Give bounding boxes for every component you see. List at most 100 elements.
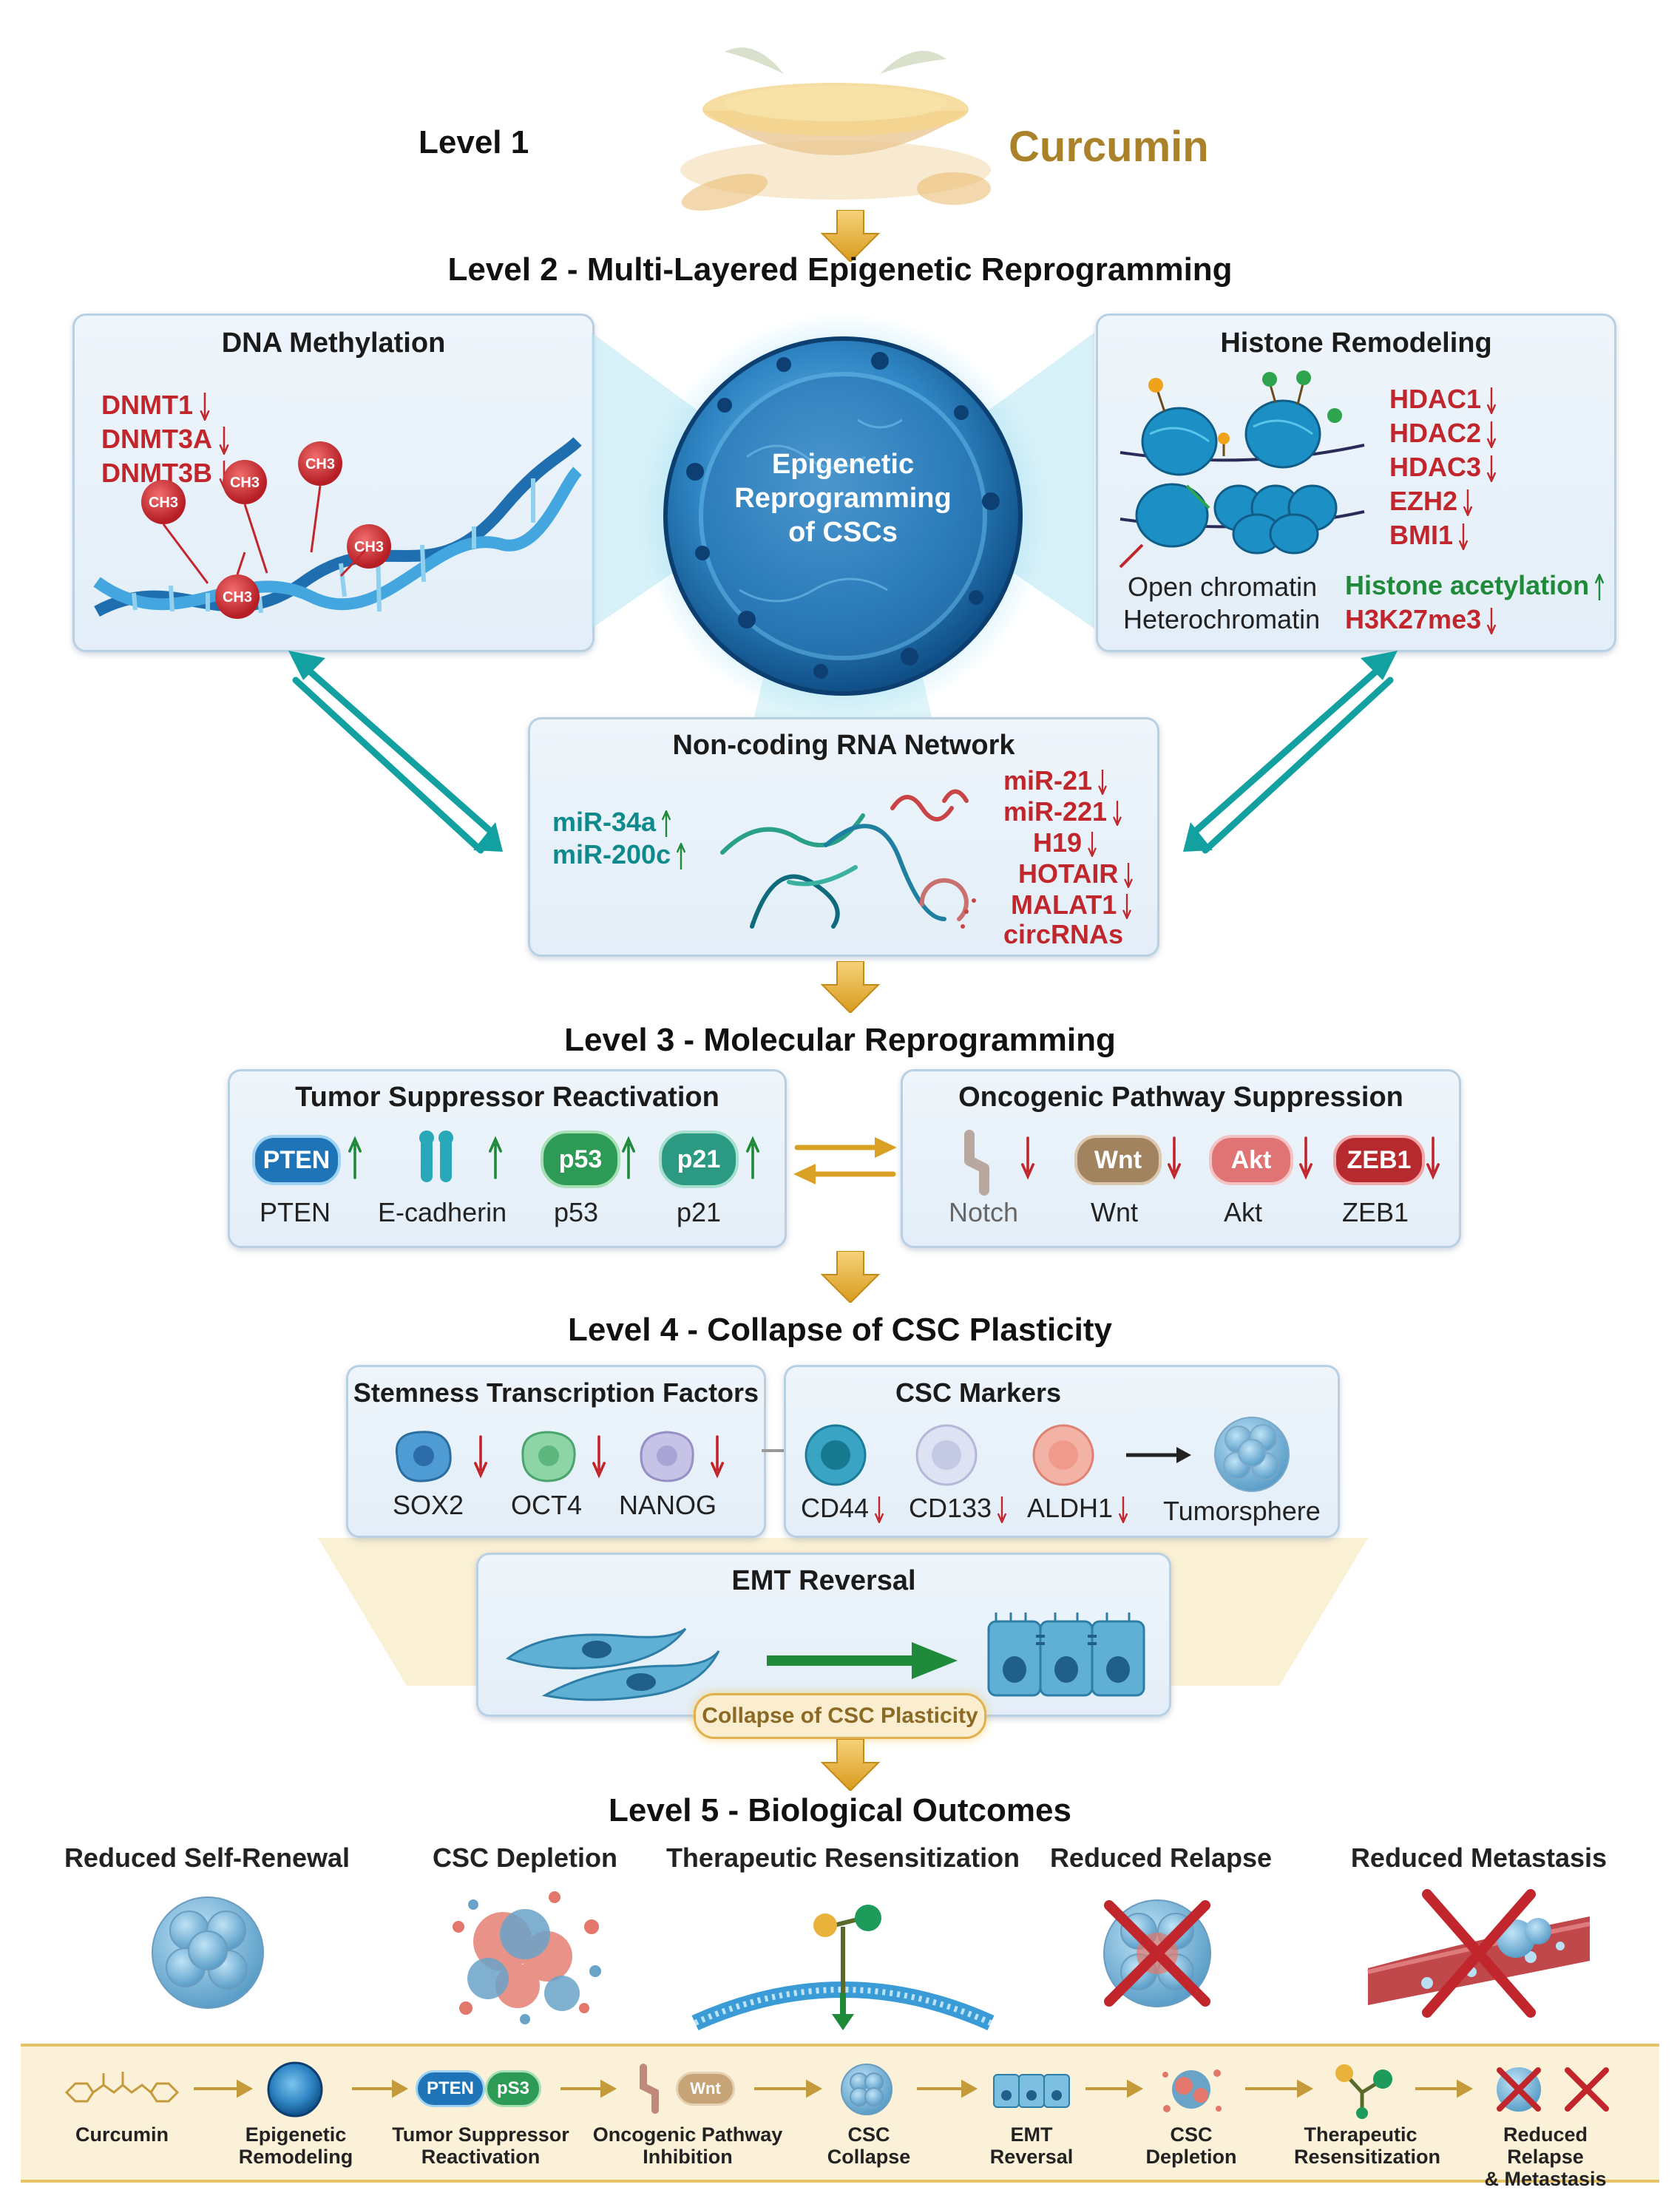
gene-dnmt3a: DNMT3A	[101, 424, 233, 455]
nanog-down-arrow	[711, 1432, 725, 1481]
p53-label: p53	[554, 1197, 599, 1227]
mir-34a-label: miR-34a	[552, 807, 675, 838]
ncrna-title: Non-coding RNA Network	[672, 730, 1015, 761]
green-right-arrow	[767, 1642, 958, 1679]
mir-200c-label: miR-200c	[552, 839, 690, 870]
circrnas-label: circRNAs	[1003, 919, 1124, 949]
teal-double-arrows	[288, 651, 1398, 854]
oct4-cell-icon	[521, 1431, 576, 1482]
flow-arrows	[194, 2079, 1474, 2098]
pten-label: PTEN	[260, 1197, 331, 1227]
exchange-arrows-icon	[793, 1137, 897, 1184]
e-cadherin-up-arrow	[489, 1133, 504, 1182]
tumor-suppressor-title: Tumor Suppressor Reactivation	[295, 1082, 719, 1113]
histone-acetylation-label: Histone acetylation	[1345, 570, 1608, 601]
gold-down-arrow-2	[821, 961, 880, 1013]
oct4-down-arrow	[592, 1432, 607, 1481]
outcome-metastasis-title: Reduced Metastasis	[1350, 1842, 1608, 1873]
p21-up-arrow	[746, 1133, 761, 1182]
pten-pill: PTEN	[252, 1135, 341, 1185]
aldh1-cell-icon	[1032, 1424, 1094, 1486]
cd44-label: CD44	[801, 1493, 888, 1524]
sox2-cell-icon	[395, 1431, 452, 1482]
malat1-label: MALAT1	[1011, 889, 1136, 921]
p53-pill: p53	[541, 1130, 620, 1188]
ch3-label-2: CH3	[230, 475, 260, 491]
flow-step-9: Reduced Relapse& Metastasis	[1484, 2123, 1607, 2190]
ch3-label-4: CH3	[354, 539, 384, 555]
pten-up-arrow	[348, 1133, 363, 1182]
oncogenic-suppression-title: Oncogenic Pathway Suppression	[958, 1082, 1403, 1113]
gene-hdac2: HDAC2	[1389, 418, 1500, 449]
tumorsphere-icon	[1214, 1417, 1290, 1492]
zeb1-pill: ZEB1	[1333, 1135, 1425, 1185]
curcumin-bowl-icon	[680, 47, 991, 211]
stemness-title: Stemness Transcription Factors	[353, 1377, 759, 1408]
outcome-relapse-title: Reduced Relapse	[1049, 1842, 1273, 1873]
wnt-down-arrow	[1168, 1133, 1182, 1182]
tumor-suppressor-panel: Tumor Suppressor Reactivation PTEN p53 p…	[228, 1069, 787, 1248]
nanog-label: NANOG	[619, 1490, 717, 1520]
sox2-label: SOX2	[393, 1490, 464, 1520]
emt-reversal-panel: EMT Reversal	[476, 1553, 1171, 1717]
level-3-title: Level 3 - Molecular Reprogramming	[564, 1022, 1116, 1058]
ch3-label-3: CH3	[149, 495, 178, 511]
mir-21-label: miR-21	[1003, 765, 1111, 796]
noncoding-rna-panel: Non-coding RNA Network miR-34a miR-200c …	[528, 717, 1159, 957]
self-renewal-sphere-icon	[152, 1896, 264, 2009]
gene-hdac1: HDAC1	[1389, 384, 1500, 415]
connector-line	[762, 1449, 784, 1452]
level-5-title: Level 5 - Biological Outcomes	[609, 1792, 1071, 1828]
cd133-cell-icon	[915, 1424, 978, 1486]
flow-p53-pill: pS3	[485, 2070, 541, 2107]
outcome-self-renewal-title: Reduced Self-Renewal	[64, 1842, 350, 1873]
ch3-label-5: CH3	[223, 589, 252, 606]
stemness-factors-panel: Stemness Transcription Factors SOX2 OCT4…	[346, 1365, 766, 1538]
curcumin-label: Curcumin	[1009, 123, 1209, 171]
heterochromatin-label: Heterochromatin	[1123, 604, 1321, 634]
emt-reversal-title: EMT Reversal	[731, 1565, 916, 1596]
epigenetic-sphere-mini-icon	[267, 2061, 323, 2118]
gold-down-arrow-3	[821, 1251, 880, 1303]
black-right-arrow	[1126, 1447, 1191, 1463]
csc-collapse-mini-icon	[841, 2064, 892, 2115]
level-2-title: Level 2 - Multi-Layered Epigenetic Repro…	[447, 251, 1233, 288]
level-4-title: Level 4 - Collapse of CSC Plasticity	[567, 1312, 1112, 1348]
p53-up-arrow	[622, 1133, 637, 1182]
h19-label: H19	[1033, 827, 1101, 858]
reduced-metastasis-icon	[1367, 1889, 1591, 2018]
zeb1-down-arrow	[1426, 1133, 1441, 1182]
histone-remodeling-title: Histone Remodeling	[1220, 328, 1492, 359]
aldh1-label: ALDH1	[1027, 1493, 1132, 1524]
wnt-label: Wnt	[1091, 1197, 1139, 1227]
center-line-1: Epigenetic	[772, 449, 914, 480]
dna-methylation-panel: DNA Methylation DNMT1 DNMT3A DNMT3B CH3 …	[72, 313, 595, 652]
h3k27me3-label: H3K27me3	[1345, 604, 1500, 635]
membrane-receptor-icon	[691, 1905, 995, 2031]
akt-pill: Akt	[1209, 1135, 1293, 1185]
histone-remodeling-panel: Histone Remodeling HDAC1 HDAC2 HDAC3 EZH…	[1096, 313, 1616, 652]
nucleosome-icon	[1119, 370, 1365, 569]
resensitization-mini-icon	[1335, 2064, 1392, 2119]
flow-step-1: Curcumin	[75, 2123, 169, 2146]
gene-dnmt1: DNMT1	[101, 390, 214, 421]
mesenchymal-cells-icon	[505, 1627, 720, 1701]
akt-label: Akt	[1224, 1197, 1263, 1227]
flow-notch-icon	[640, 2064, 659, 2114]
csc-depletion-icon	[453, 1891, 601, 2024]
gene-hdac3: HDAC3	[1389, 452, 1500, 483]
e-cadherin-label: E-cadherin	[378, 1197, 507, 1227]
notch-down-arrow	[1021, 1133, 1036, 1182]
notch-label: Notch	[949, 1197, 1019, 1227]
zeb1-label: ZEB1	[1342, 1197, 1409, 1227]
reduced-relapse-icon	[1103, 1899, 1211, 2007]
gene-ezh2: EZH2	[1389, 486, 1477, 517]
rna-strand-icon	[720, 789, 976, 929]
